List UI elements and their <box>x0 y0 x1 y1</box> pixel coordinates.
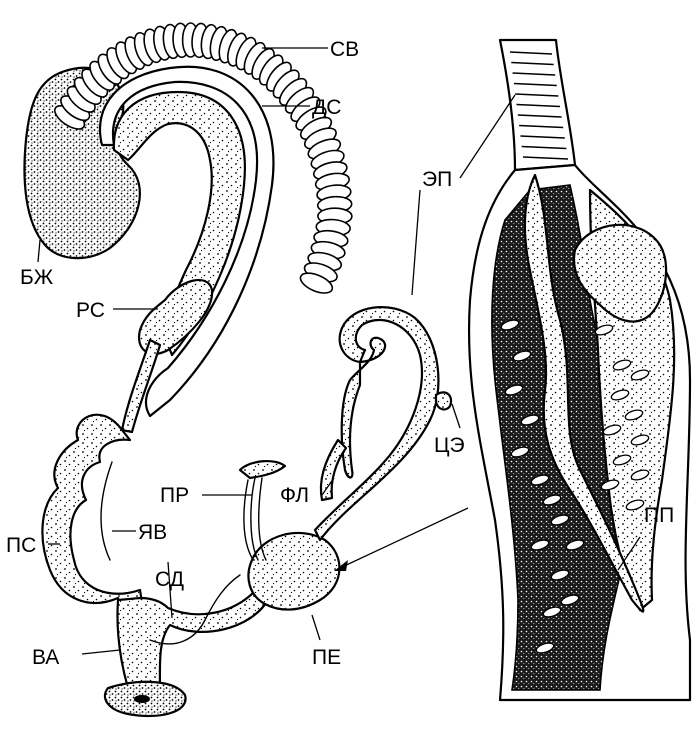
label-ep: ЭП <box>422 168 452 191</box>
label-sv: СВ <box>330 38 359 61</box>
penis-section-drawing <box>469 40 690 700</box>
leader-va <box>82 650 120 654</box>
label-fl: ФЛ <box>280 484 309 507</box>
flagellum <box>342 338 385 478</box>
label-rs: РС <box>76 299 105 322</box>
caudal-appendage <box>436 392 451 409</box>
left-organ-drawing <box>24 23 451 716</box>
oviduct-loop <box>101 462 112 560</box>
leader-ep <box>412 190 420 295</box>
section-pointer-line <box>340 508 468 568</box>
genital-pore-opening <box>134 695 150 703</box>
vagina <box>117 590 268 690</box>
leader-tse <box>452 404 460 428</box>
label-pp: ПП <box>644 504 674 527</box>
label-sd: СД <box>155 568 184 591</box>
label-tse: ЦЭ <box>434 434 465 457</box>
label-yav: ЯВ <box>138 521 167 544</box>
label-ds: ДС <box>312 96 341 119</box>
retractor-attachment <box>240 461 285 478</box>
label-va: ВА <box>32 646 59 669</box>
label-pr: ПР <box>160 484 189 507</box>
leader-ep-right <box>460 95 515 178</box>
leader-bzh <box>38 240 40 262</box>
label-pe: ПЕ <box>312 646 341 669</box>
label-bzh: БЖ <box>20 266 54 289</box>
leader-pe <box>312 615 320 640</box>
penis <box>248 533 339 610</box>
label-ps: ПС <box>6 534 36 557</box>
